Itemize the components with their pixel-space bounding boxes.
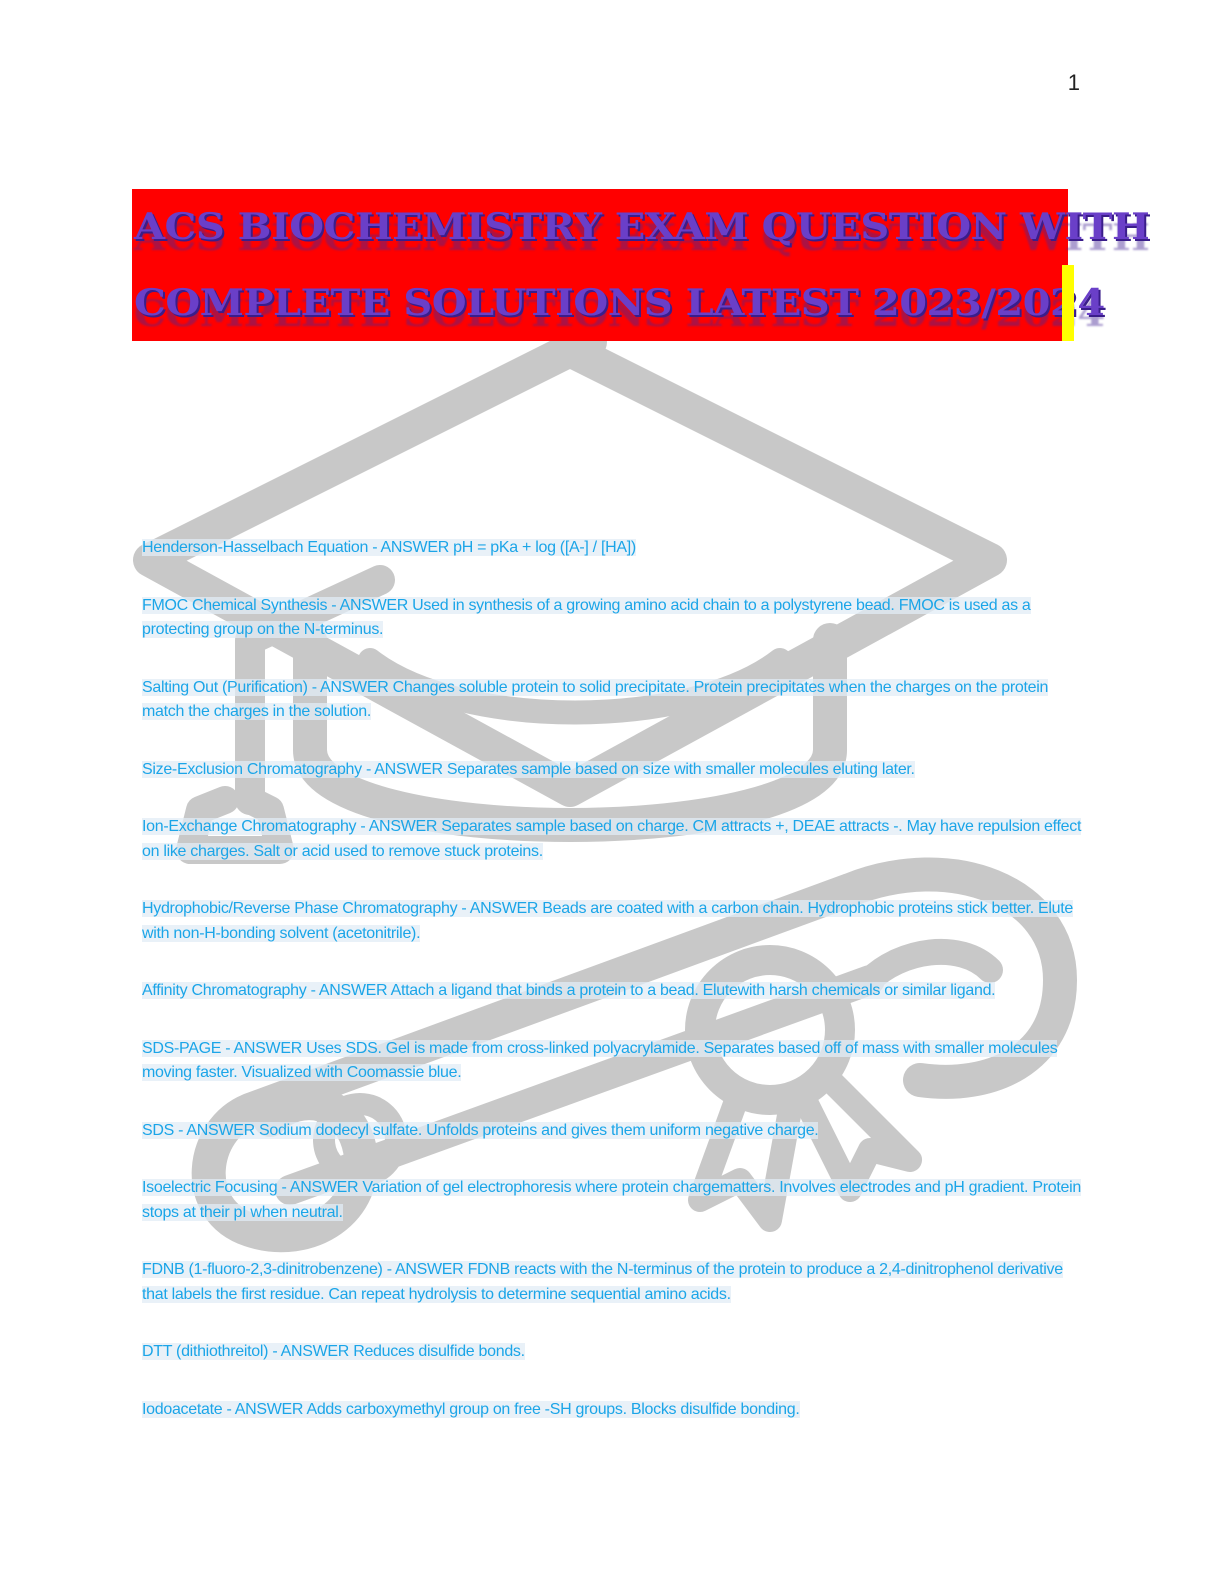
- qa-entry-affinity: Affinity Chromatography - ANSWER Attach …: [142, 982, 996, 999]
- highlight-marker: [1062, 265, 1074, 341]
- qa-entry-isoelectric-focusing: Isoelectric Focusing - ANSWER Variation …: [142, 1179, 1081, 1221]
- qa-list: Henderson-Hasselbach Equation - ANSWER p…: [142, 536, 1082, 1455]
- page-number: 1: [1067, 70, 1080, 95]
- qa-entry-sds-page: SDS-PAGE - ANSWER Uses SDS. Gel is made …: [142, 1039, 1058, 1081]
- qa-entry-ion-exchange: Ion-Exchange Chromatography - ANSWER Sep…: [142, 818, 1082, 860]
- qa-entry-fmoc-synthesis: FMOC Chemical Synthesis - ANSWER Used in…: [142, 596, 1031, 638]
- qa-entry-size-exclusion: Size-Exclusion Chromatography - ANSWER S…: [142, 760, 915, 778]
- qa-entry-iodoacetate: Iodoacetate - ANSWER Adds carboxymethyl …: [142, 1400, 800, 1418]
- title-line-2: COMPLETE SOLUTIONS LATEST 2023/2024: [134, 280, 1105, 325]
- qa-entry-salting-out: Salting Out (Purification) - ANSWER Chan…: [142, 678, 1049, 720]
- title-banner: ACS BIOCHEMISTRY EXAM QUESTION WITH COMP…: [132, 189, 1150, 341]
- qa-entry-henderson-hasselbach: Henderson-Hasselbach Equation - ANSWER p…: [142, 539, 636, 556]
- qa-entry-sds: SDS - ANSWER Sodium dodecyl sulfate. Unf…: [142, 1121, 819, 1139]
- qa-entry-dtt: DTT (dithiothreitol) - ANSWER Reduces di…: [142, 1343, 525, 1360]
- title-line-1: ACS BIOCHEMISTRY EXAM QUESTION WITH: [134, 204, 1150, 249]
- qa-entry-hydrophobic: Hydrophobic/Reverse Phase Chromatography…: [142, 900, 1073, 942]
- qa-entry-fdnb: FDNB (1-fluoro-2,3-dinitrobenzene) - ANS…: [142, 1261, 1063, 1303]
